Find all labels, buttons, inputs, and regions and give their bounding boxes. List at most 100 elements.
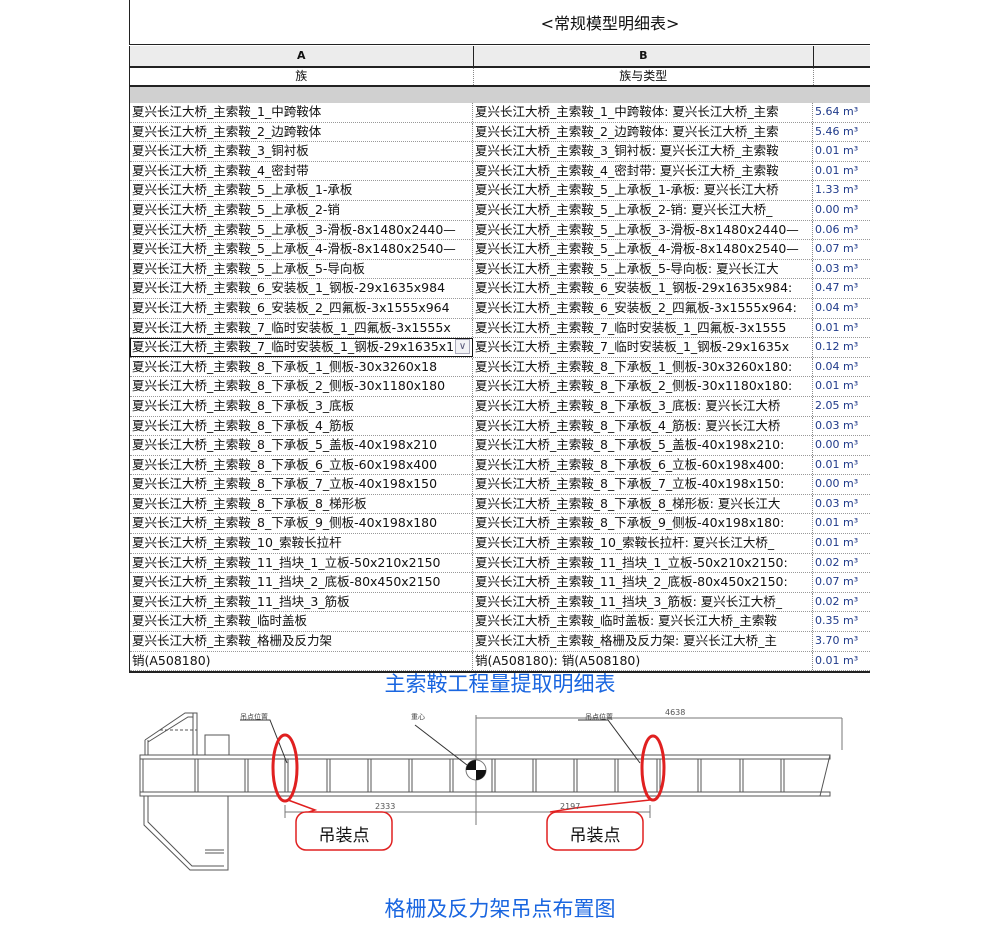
cell-family[interactable]: 夏兴长江大桥_主索鞍_11_挡块_1_立板-50x210x2150 — [130, 553, 473, 573]
table-row[interactable]: 夏兴长江大桥_主索鞍_格栅及反力架夏兴长江大桥_主索鞍_格栅及反力架: 夏兴长江… — [130, 632, 870, 652]
cell-family[interactable]: 夏兴长江大桥_主索鞍_5_上承板_2-销 — [130, 200, 473, 220]
cell-family-type[interactable]: 夏兴长江大桥_主索鞍_11_挡块_1_立板-50x210x2150: — [473, 553, 813, 573]
cell-volume[interactable]: 0.01 m³ — [815, 320, 859, 334]
cell-family-type[interactable]: 夏兴长江大桥_主索鞍_11_挡块_3_筋板: 夏兴长江大桥_ — [473, 592, 813, 612]
cell-family[interactable]: 夏兴长江大桥_主索鞍_11_挡块_3_筋板 — [130, 592, 473, 612]
cell-family[interactable]: 夏兴长江大桥_主索鞍_2_边跨鞍体 — [130, 122, 473, 142]
cell-family[interactable]: 夏兴长江大桥_主索鞍_8_下承板_5_盖板-40x198x210 — [130, 436, 473, 455]
column-letter-c[interactable] — [814, 46, 870, 66]
cell-volume[interactable]: 2.05 m³ — [815, 398, 859, 412]
cell-volume[interactable]: 0.07 m³ — [815, 575, 859, 589]
table-row[interactable]: 销(A508180)销(A508180): 销(A508180)0.01 m³ — [130, 651, 870, 672]
cell-family[interactable]: 夏兴长江大桥_主索鞍_6_安装板_1_钢板-29x1635x984 — [130, 279, 473, 298]
cell-volume[interactable]: 3.70 m³ — [815, 634, 859, 648]
cell-volume[interactable]: 1.33 m³ — [815, 183, 859, 197]
cell-family[interactable]: 夏兴长江大桥_主索鞍_6_安装板_2_四氟板-3x1555x964 — [130, 298, 473, 318]
cell-family[interactable]: 夏兴长江大桥_主索鞍_1_中跨鞍体 — [130, 103, 473, 122]
cell-family-type[interactable]: 夏兴长江大桥_主索鞍_8_下承板_4_筋板: 夏兴长江大桥 — [473, 416, 813, 436]
cell-family-type[interactable]: 夏兴长江大桥_主索鞍_8_下承板_5_盖板-40x198x210: — [473, 436, 813, 455]
cell-family[interactable]: 夏兴长江大桥_主索鞍_临时盖板 — [130, 612, 473, 632]
cell-family[interactable]: 夏兴长江大桥_主索鞍_8_下承板_7_立板-40x198x150 — [130, 475, 473, 494]
column-letter-b[interactable]: B — [474, 46, 815, 66]
cell-volume[interactable]: 5.46 m³ — [815, 124, 859, 138]
cell-family-type[interactable]: 夏兴长江大桥_主索鞍_11_挡块_2_底板-80x450x2150: — [473, 573, 813, 592]
cell-family-type[interactable]: 夏兴长江大桥_主索鞍_8_下承板_3_底板: 夏兴长江大桥 — [473, 396, 813, 416]
cell-family[interactable]: 夏兴长江大桥_主索鞍_8_下承板_6_立板-60x198x400 — [130, 455, 473, 475]
cell-family-type[interactable]: 夏兴长江大桥_主索鞍_5_上承板_5-导向板: 夏兴长江大 — [473, 259, 813, 279]
cell-volume[interactable]: 0.04 m³ — [815, 359, 859, 373]
cell-volume[interactable]: 0.04 m³ — [815, 300, 859, 314]
table-row[interactable]: 夏兴长江大桥_主索鞍_8_下承板_3_底板夏兴长江大桥_主索鞍_8_下承板_3_… — [130, 396, 870, 417]
table-row[interactable]: 夏兴长江大桥_主索鞍_5_上承板_2-销夏兴长江大桥_主索鞍_5_上承板_2-销… — [130, 200, 870, 221]
cell-family[interactable]: 夏兴长江大桥_主索鞍_5_上承板_4-滑板-8x1480x2540— — [130, 240, 473, 259]
cell-volume[interactable]: 0.01 m³ — [815, 536, 859, 550]
cell-family-type[interactable]: 夏兴长江大桥_主索鞍_8_下承板_7_立板-40x198x150: — [473, 475, 813, 494]
table-row[interactable]: 夏兴长江大桥_主索鞍_7_临时安装板_1_钢板-29x1635x1∨夏兴长江大桥… — [130, 338, 870, 358]
cell-volume[interactable]: 0.00 m³ — [815, 438, 859, 452]
cell-family[interactable]: 夏兴长江大桥_主索鞍_7_临时安装板_1_四氟板-3x1555x — [130, 318, 473, 338]
cell-family-type[interactable]: 夏兴长江大桥_主索鞍_8_下承板_8_梯形板: 夏兴长江大 — [473, 494, 813, 514]
cell-volume[interactable]: 0.03 m³ — [815, 496, 859, 510]
cell-family-type[interactable]: 夏兴长江大桥_主索鞍_2_边跨鞍体: 夏兴长江大桥_主索 — [473, 122, 813, 142]
cell-volume[interactable]: 0.47 m³ — [815, 281, 859, 295]
cell-volume[interactable]: 0.00 m³ — [815, 477, 859, 491]
column-header-family-type[interactable]: 族与类型 — [474, 68, 815, 85]
cell-volume[interactable]: 0.01 m³ — [815, 653, 859, 667]
cell-family-type[interactable]: 夏兴长江大桥_主索鞍_5_上承板_3-滑板-8x1480x2440— — [473, 220, 813, 240]
cell-volume[interactable]: 0.03 m³ — [815, 261, 859, 275]
cell-volume[interactable]: 0.01 m³ — [815, 144, 859, 158]
cell-family[interactable]: 夏兴长江大桥_主索鞍_11_挡块_2_底板-80x450x2150 — [130, 573, 473, 592]
cell-family-type[interactable]: 夏兴长江大桥_主索鞍_4_密封带: 夏兴长江大桥_主索鞍 — [473, 161, 813, 181]
cell-family-type[interactable]: 夏兴长江大桥_主索鞍_8_下承板_1_侧板-30x3260x180: — [473, 357, 813, 377]
cell-family[interactable]: 夏兴长江大桥_主索鞍_8_下承板_9_侧板-40x198x180 — [130, 514, 473, 534]
cell-family-type[interactable]: 夏兴长江大桥_主索鞍_格栅及反力架: 夏兴长江大桥_主 — [473, 632, 813, 651]
cell-family[interactable]: 销(A508180) — [130, 651, 473, 671]
cell-volume[interactable]: 0.06 m³ — [815, 222, 859, 236]
cell-family-type[interactable]: 夏兴长江大桥_主索鞍_6_安装板_1_钢板-29x1635x984: — [473, 279, 813, 298]
cell-family-type[interactable]: 夏兴长江大桥_主索鞍_8_下承板_9_侧板-40x198x180: — [473, 514, 813, 534]
cell-family[interactable]: 夏兴长江大桥_主索鞍_8_下承板_8_梯形板 — [130, 494, 473, 514]
cell-volume[interactable]: 0.12 m³ — [815, 340, 859, 354]
table-row[interactable]: 夏兴长江大桥_主索鞍_5_上承板_3-滑板-8x1480x2440—夏兴长江大桥… — [130, 220, 870, 241]
cell-family[interactable]: 夏兴长江大桥_主索鞍_8_下承板_3_底板 — [130, 396, 473, 416]
table-row[interactable]: 夏兴长江大桥_主索鞍_5_上承板_5-导向板夏兴长江大桥_主索鞍_5_上承板_5… — [130, 259, 870, 280]
cell-family-type[interactable]: 夏兴长江大桥_主索鞍_3_铜衬板: 夏兴长江大桥_主索鞍 — [473, 142, 813, 161]
table-row[interactable]: 夏兴长江大桥_主索鞍_临时盖板夏兴长江大桥_主索鞍_临时盖板: 夏兴长江大桥_主… — [130, 612, 870, 633]
cell-family[interactable]: 夏兴长江大桥_主索鞍_8_下承板_1_侧板-30x3260x18 — [130, 357, 473, 377]
cell-volume[interactable]: 0.03 m³ — [815, 418, 859, 432]
table-row[interactable]: 夏兴长江大桥_主索鞍_5_上承板_1-承板夏兴长江大桥_主索鞍_5_上承板_1-… — [130, 181, 870, 201]
table-row[interactable]: 夏兴长江大桥_主索鞍_1_中跨鞍体夏兴长江大桥_主索鞍_1_中跨鞍体: 夏兴长江… — [130, 103, 870, 123]
table-row[interactable]: 夏兴长江大桥_主索鞍_3_铜衬板夏兴长江大桥_主索鞍_3_铜衬板: 夏兴长江大桥… — [130, 142, 870, 162]
cell-volume[interactable]: 0.01 m³ — [815, 457, 859, 471]
cell-family[interactable]: 夏兴长江大桥_主索鞍_5_上承板_5-导向板 — [130, 259, 473, 279]
table-row[interactable]: 夏兴长江大桥_主索鞍_2_边跨鞍体夏兴长江大桥_主索鞍_2_边跨鞍体: 夏兴长江… — [130, 122, 870, 143]
cell-family[interactable]: 夏兴长江大桥_主索鞍_10_索鞍长拉杆 — [130, 534, 473, 553]
cell-volume[interactable]: 0.01 m³ — [815, 379, 859, 393]
cell-family-type[interactable]: 夏兴长江大桥_主索鞍_5_上承板_1-承板: 夏兴长江大桥 — [473, 181, 813, 200]
cell-volume[interactable]: 0.07 m³ — [815, 242, 859, 256]
cell-family[interactable]: 夏兴长江大桥_主索鞍_格栅及反力架 — [130, 632, 473, 651]
table-row[interactable]: 夏兴长江大桥_主索鞍_11_挡块_3_筋板夏兴长江大桥_主索鞍_11_挡块_3_… — [130, 592, 870, 613]
cell-volume[interactable]: 0.01 m³ — [815, 163, 859, 177]
cell-family[interactable]: 夏兴长江大桥_主索鞍_7_临时安装板_1_钢板-29x1635x1∨ — [130, 338, 473, 357]
cell-family-type[interactable]: 销(A508180): 销(A508180) — [473, 651, 813, 671]
cell-family-type[interactable]: 夏兴长江大桥_主索鞍_5_上承板_4-滑板-8x1480x2540— — [473, 240, 813, 259]
cell-family-type[interactable]: 夏兴长江大桥_主索鞍_7_临时安装板_1_四氟板-3x1555 — [473, 318, 813, 338]
cell-volume[interactable]: 0.02 m³ — [815, 555, 859, 569]
table-row[interactable]: 夏兴长江大桥_主索鞍_8_下承板_4_筋板夏兴长江大桥_主索鞍_8_下承板_4_… — [130, 416, 870, 437]
cell-family-type[interactable]: 夏兴长江大桥_主索鞍_10_索鞍长拉杆: 夏兴长江大桥_ — [473, 534, 813, 553]
cell-volume[interactable]: 0.02 m³ — [815, 594, 859, 608]
column-header-volume[interactable] — [814, 68, 870, 85]
table-row[interactable]: 夏兴长江大桥_主索鞍_8_下承板_8_梯形板夏兴长江大桥_主索鞍_8_下承板_8… — [130, 494, 870, 515]
cell-volume[interactable]: 0.01 m³ — [815, 516, 859, 530]
table-row[interactable]: 夏兴长江大桥_主索鞍_10_索鞍长拉杆夏兴长江大桥_主索鞍_10_索鞍长拉杆: … — [130, 534, 870, 554]
cell-family-type[interactable]: 夏兴长江大桥_主索鞍_8_下承板_2_侧板-30x1180x180: — [473, 377, 813, 396]
